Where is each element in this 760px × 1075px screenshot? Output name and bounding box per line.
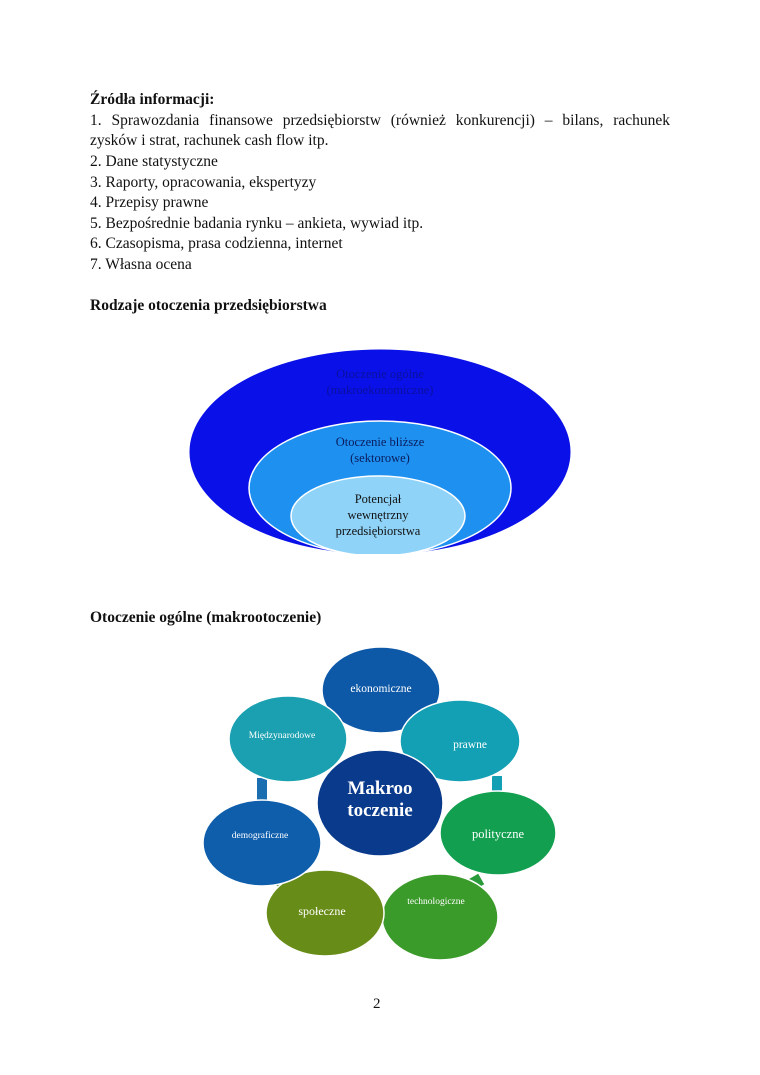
node-label-miedzynarodowe: Międzynarodowe	[249, 731, 315, 741]
inner-environment-ellipse	[290, 475, 466, 554]
sources-item-6: 6. Czasopisma, prasa codzienna, internet	[90, 235, 343, 252]
sources-item-2: 2. Dane statystyczne	[90, 153, 218, 170]
node-label-ekonomiczne: ekonomiczne	[350, 683, 411, 695]
node-prawne	[399, 699, 521, 783]
connector	[492, 776, 502, 804]
sources-heading: Źródła informacji:	[90, 91, 215, 108]
sources-item-4: 4. Przepisy prawne	[90, 194, 209, 211]
middle-label-line-2: (sektorowe)	[350, 451, 410, 465]
page-number: 2	[373, 996, 381, 1012]
center-label-line-2: toczenie	[347, 800, 412, 821]
node-spoleczne	[265, 869, 385, 957]
node-demograficzne	[202, 799, 322, 887]
middle-label-line-1: Otoczenie bliższe	[336, 435, 425, 449]
center-node	[316, 749, 444, 857]
environment-types-heading: Rodzaje otoczenia przedsiębiorstwa	[90, 297, 327, 314]
sources-item-5: 5. Bezpośrednie badania rynku – ankieta,…	[90, 215, 424, 232]
node-label-technologiczne: technologiczne	[407, 897, 465, 907]
node-polityczne	[439, 790, 557, 876]
node-ekonomiczne	[321, 646, 441, 734]
sources-item-7: 7. Własna ocena	[90, 256, 192, 273]
node-label-spoleczne: społeczne	[298, 904, 345, 918]
center-label-line-1: Makroo	[347, 778, 412, 799]
sources-item-1-line-1: 1. Sprawozdania finansowe przedsiębiorst…	[90, 112, 670, 129]
outer-label-line-2: (makroekonomiczne)	[327, 383, 434, 397]
macro-cycle-diagram: ekonomiczne prawne polityczne technologi…	[202, 646, 557, 961]
node-label-demograficzne: demograficzne	[232, 830, 288, 841]
sources-item-1-line-2: zysków i strat, rachunek cash flow itp.	[90, 132, 329, 149]
node-label-polityczne: polityczne	[472, 827, 525, 841]
inner-label-line-1: Potencjał	[355, 492, 402, 506]
node-label-prawne: prawne	[453, 739, 487, 751]
node-miedzynarodowe	[228, 695, 348, 783]
connector	[257, 778, 267, 804]
inner-label-line-3: przedsiębiorstwa	[336, 524, 421, 538]
sources-item-3: 3. Raporty, opracowania, ekspertyzy	[90, 174, 317, 191]
node-technologiczne	[381, 873, 499, 961]
inner-label-line-2: wewnętrzny	[347, 508, 409, 522]
macro-heading: Otoczenie ogólne (makrootoczenie)	[90, 609, 322, 626]
outer-label-line-1: Otoczenie ogólne	[336, 367, 424, 381]
